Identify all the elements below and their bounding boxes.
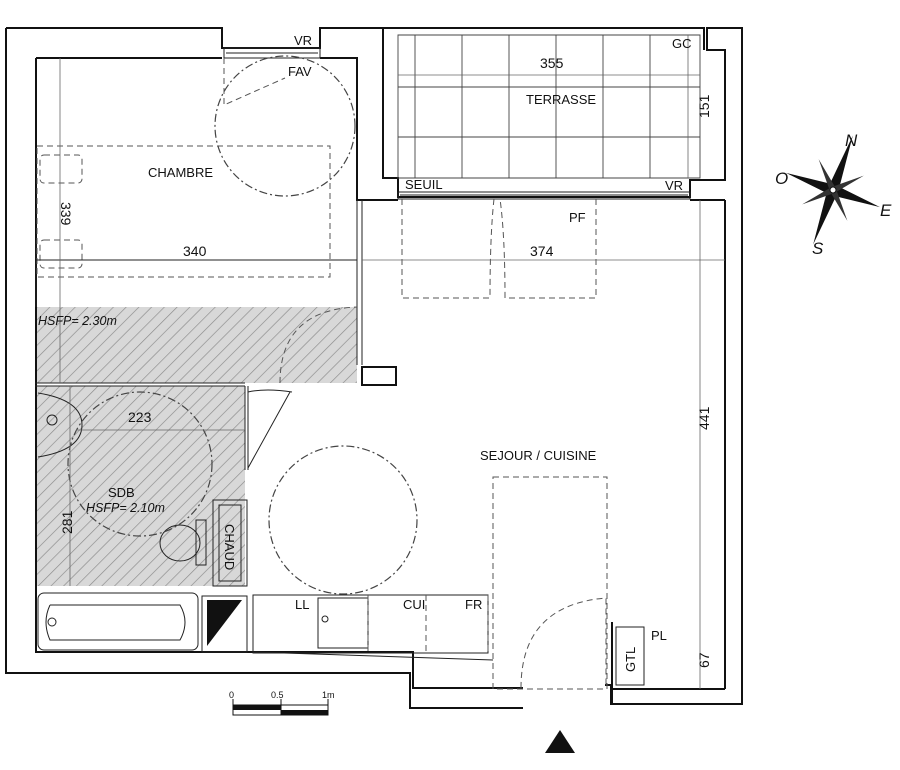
dim-chambre-depth: 339 bbox=[58, 202, 74, 226]
gtl-box bbox=[615, 626, 645, 686]
height-sdb: HSFP= 2.10m bbox=[86, 501, 165, 515]
compass-e: E bbox=[880, 201, 892, 220]
scale-one: 1m bbox=[322, 690, 335, 700]
label-fr: FR bbox=[465, 597, 482, 612]
turning-circle-sejour bbox=[268, 445, 418, 595]
label-gtl: GTL bbox=[623, 647, 638, 672]
dim-sdb-depth: 281 bbox=[59, 510, 75, 534]
door-swing-chambre bbox=[279, 306, 358, 384]
door-sdb bbox=[247, 389, 293, 469]
dim-terrasse-width: 355 bbox=[540, 55, 564, 71]
window-top bbox=[223, 47, 321, 59]
technical-shaft bbox=[201, 595, 248, 653]
terrace-door bbox=[397, 191, 691, 299]
turning-circle-sdb bbox=[67, 391, 213, 537]
label-vr-top: VR bbox=[294, 33, 312, 48]
window-swing bbox=[223, 58, 286, 106]
label-pf: PF bbox=[569, 210, 586, 225]
label-chaud: CHAUD bbox=[222, 524, 237, 570]
dim-placard-depth: 67 bbox=[696, 652, 712, 668]
entrance-arrow bbox=[545, 730, 575, 753]
label-cui: CUI bbox=[403, 597, 425, 612]
compass-n: N bbox=[845, 131, 858, 150]
label-ll: LL bbox=[295, 597, 309, 612]
label-pl: PL bbox=[651, 628, 667, 643]
label-fav: FAV bbox=[288, 64, 312, 79]
dim-chambre-width: 340 bbox=[183, 243, 207, 259]
scale-0: 0 bbox=[229, 690, 234, 700]
terrace-tiles bbox=[397, 34, 701, 179]
kitchen-counter bbox=[252, 594, 494, 661]
label-vr-terrace: VR bbox=[665, 178, 683, 193]
compass-rose bbox=[786, 135, 880, 245]
room-chambre: CHAMBRE bbox=[148, 165, 213, 180]
room-terrasse: TERRASSE bbox=[526, 92, 596, 107]
dim-sdb-width: 223 bbox=[128, 409, 152, 425]
label-gc: GC bbox=[672, 36, 692, 51]
entrance-door-swing bbox=[520, 597, 607, 689]
room-sejour: SEJOUR / CUISINE bbox=[480, 448, 597, 463]
walls bbox=[5, 27, 743, 709]
compass-s: S bbox=[812, 239, 824, 258]
bed bbox=[36, 145, 331, 278]
scale-bar bbox=[232, 699, 329, 716]
dim-terrasse-depth: 151 bbox=[696, 94, 712, 118]
dim-sejour-depth: 441 bbox=[696, 406, 712, 430]
label-seuil: SEUIL bbox=[405, 177, 443, 192]
height-chambre: HSFP= 2.30m bbox=[38, 314, 117, 328]
turning-circle-chambre bbox=[214, 55, 356, 197]
sdb-fixtures bbox=[37, 392, 207, 651]
low-height-zone-chambre bbox=[35, 307, 357, 383]
dining-table bbox=[492, 476, 608, 690]
room-sdb: SDB bbox=[108, 485, 135, 500]
compass-o: O bbox=[775, 169, 788, 188]
water-heater bbox=[212, 499, 248, 587]
scale-half: 0.5 bbox=[271, 690, 284, 700]
dim-sejour-width: 374 bbox=[530, 243, 554, 259]
